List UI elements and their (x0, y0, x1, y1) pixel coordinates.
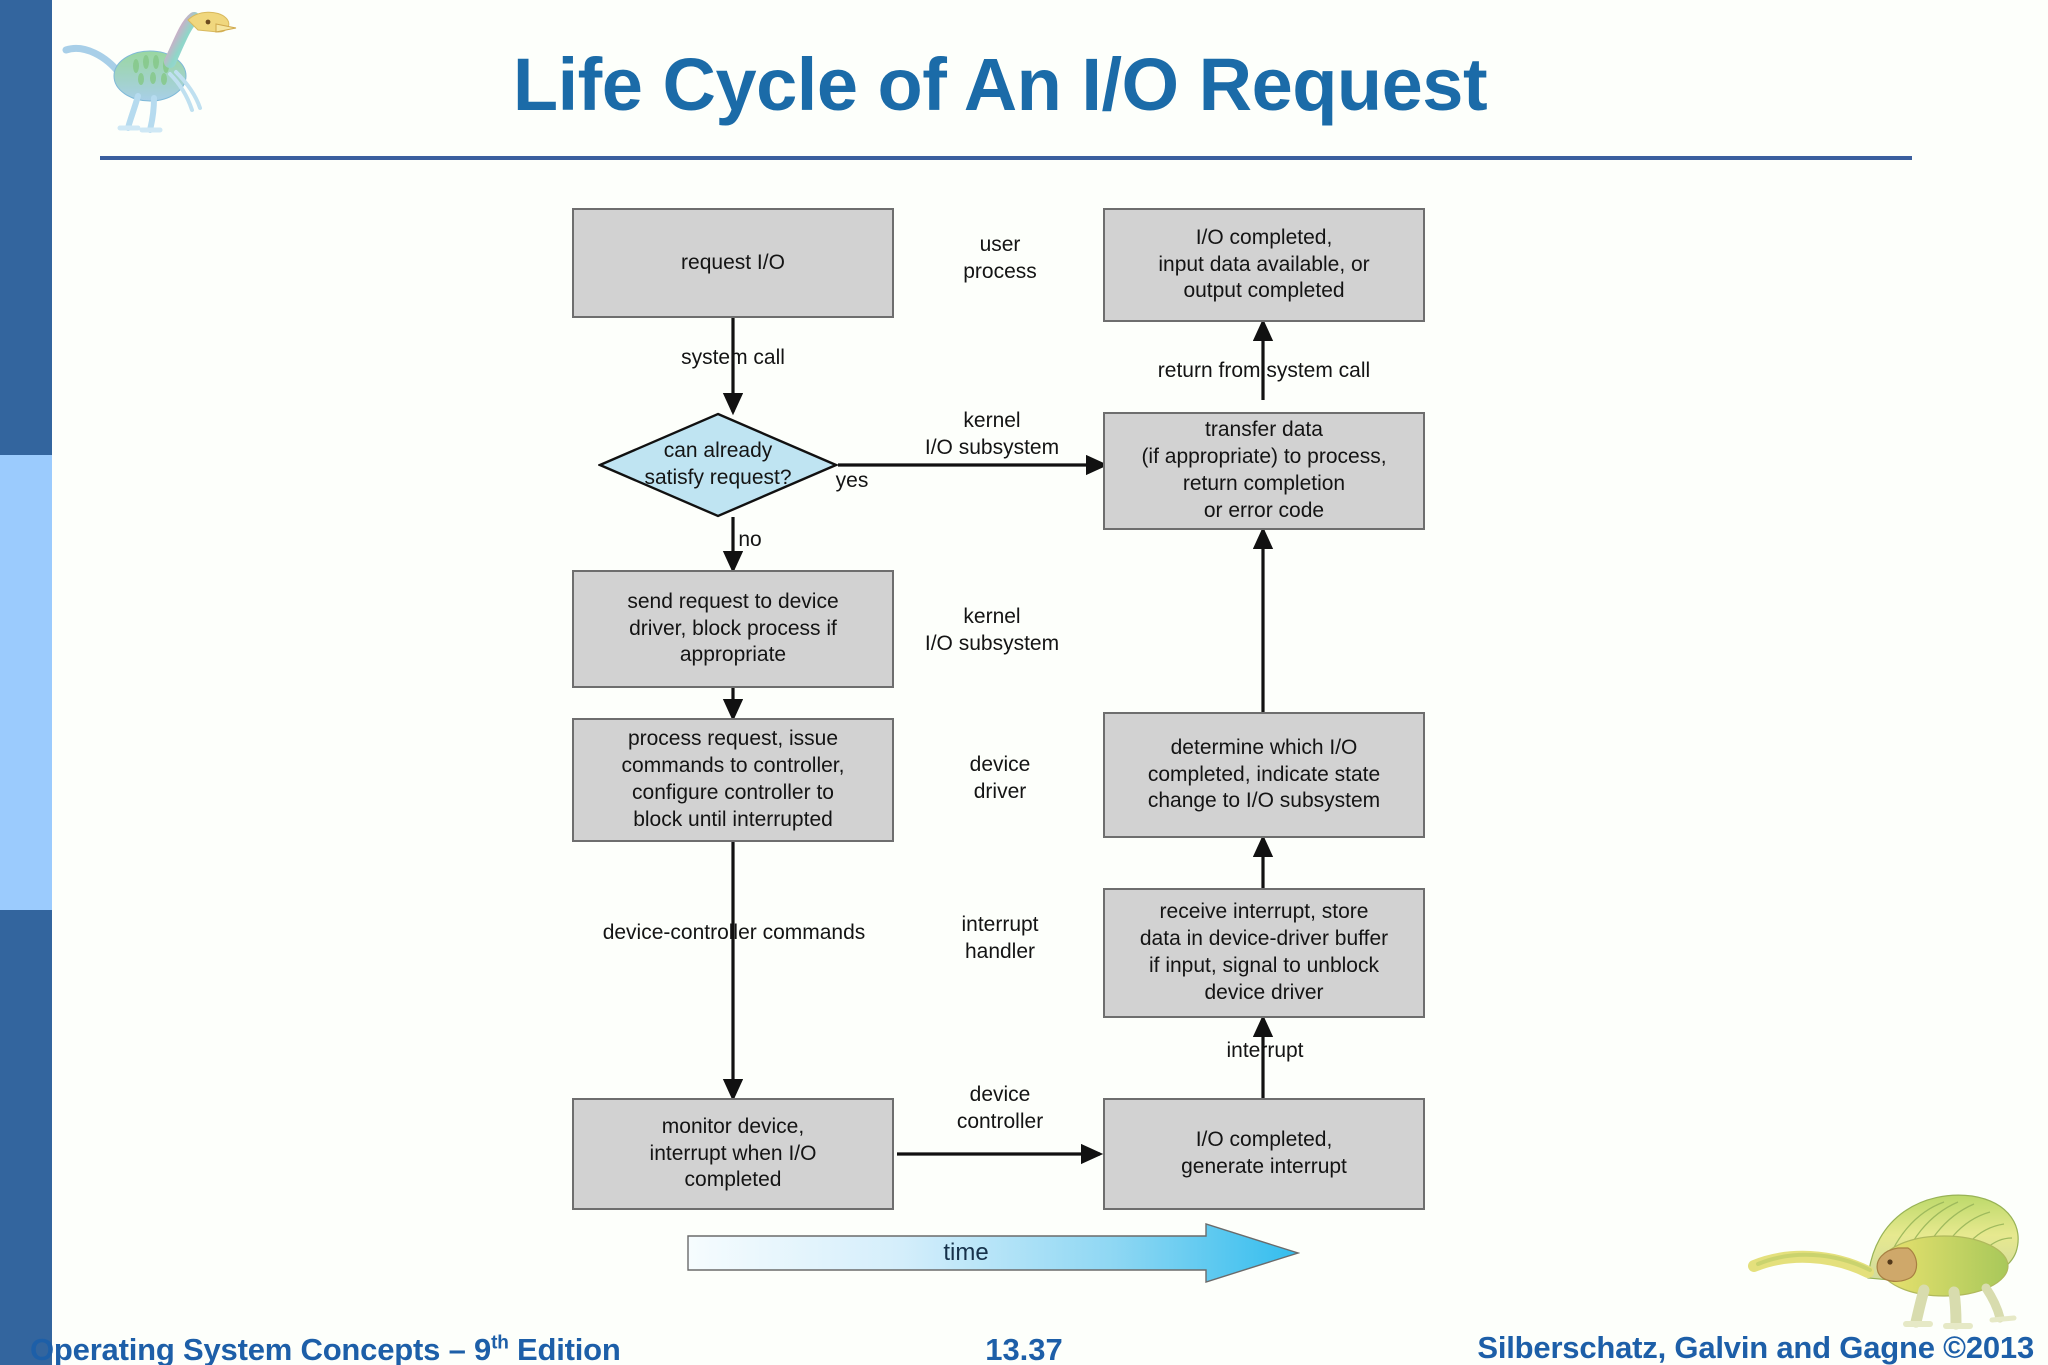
node-transfer-data[interactable]: transfer data (if appropriate) to proces… (1103, 412, 1425, 530)
footer-edition-text: Operating System Concepts – 9 (30, 1332, 492, 1365)
page-title: Life Cycle of An I/O Request (512, 43, 1488, 126)
node-io-completed-bottom[interactable]: I/O completed, generate interrupt (1103, 1098, 1425, 1210)
node-decision-label: can already satisfy request? (644, 439, 792, 489)
left-sidebar (0, 0, 52, 1365)
node-request-io[interactable]: request I/O (572, 208, 894, 318)
edge-label-interrupt: interrupt (1226, 1039, 1304, 1062)
footer-edition-ordinal: th (491, 1332, 509, 1354)
footer-slide-number: 13.37 (985, 1332, 1063, 1365)
layer-label-device-controller: device controller (956, 1083, 1044, 1133)
footer-edition-tail: Edition (508, 1332, 621, 1365)
node-receive-interrupt[interactable]: receive interrupt, store data in device-… (1103, 888, 1425, 1018)
edge-label-yes: yes (835, 469, 869, 492)
node-monitor-device[interactable]: monitor device, interrupt when I/O compl… (572, 1098, 894, 1210)
dinosaur-logo-top-icon (58, 4, 258, 134)
layer-label-kernel-io-subsystem-2: kernel I/O subsystem (924, 605, 1060, 655)
footer-copyright: Silberschatz, Galvin and Gagne ©2013 (1477, 1330, 2034, 1365)
edge-label-device-controller-commands: device-controller commands (602, 921, 866, 944)
layer-label-kernel-io-subsystem-1: kernel I/O subsystem (924, 409, 1060, 459)
dinosaur-logo-bottom-icon (1748, 1182, 2038, 1332)
node-determine-which-io[interactable]: determine which I/O completed, indicate … (1103, 712, 1425, 838)
title-divider (100, 156, 1912, 160)
layer-label-device-driver: device driver (969, 753, 1031, 803)
node-decision-satisfy-request[interactable]: can already satisfy request? (598, 412, 838, 518)
footer-edition-label: Operating System Concepts – 9th Edition (30, 1332, 621, 1365)
sidebar-band-bottom (0, 910, 52, 1365)
node-io-completed-top[interactable]: I/O completed, input data available, or … (1103, 208, 1425, 322)
sidebar-band-top (0, 0, 52, 455)
sidebar-band-middle (0, 455, 52, 910)
layer-label-user-process: user process (963, 233, 1037, 283)
node-process-request[interactable]: process request, issue commands to contr… (572, 718, 894, 842)
edge-label-no: no (738, 528, 762, 551)
time-axis-arrow (686, 1222, 1301, 1284)
time-axis-label: time (943, 1239, 989, 1266)
edge-label-system-call: system call (681, 346, 785, 369)
edge-label-return-from-system-call: return from system call (1157, 359, 1371, 382)
node-send-request-to-device-driver[interactable]: send request to device driver, block pro… (572, 570, 894, 688)
layer-label-interrupt-handler: interrupt handler (961, 913, 1039, 963)
